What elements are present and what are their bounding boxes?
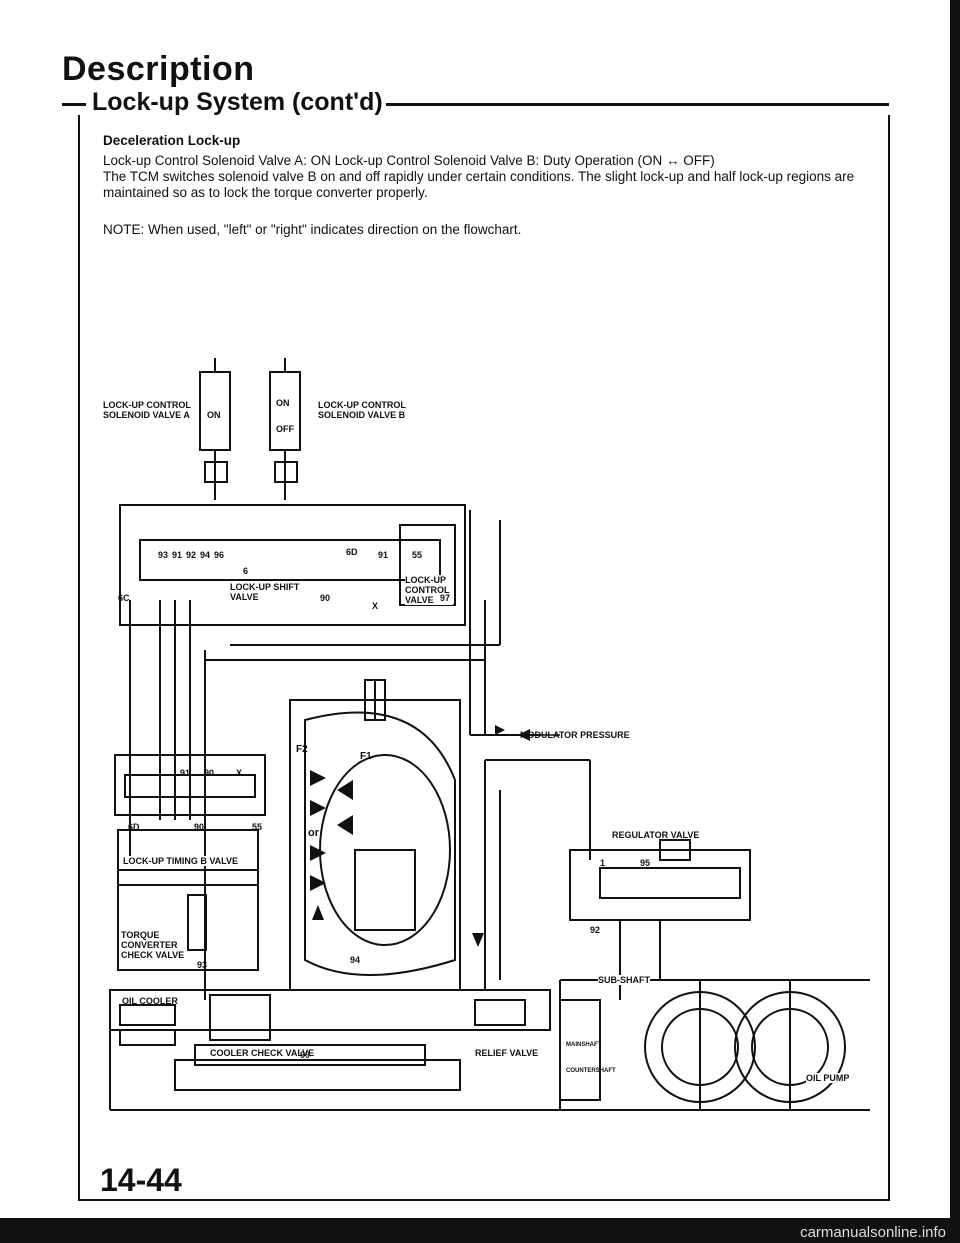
content-frame	[78, 115, 890, 1201]
port-label: 94	[350, 955, 361, 965]
page-title: Description	[62, 50, 255, 88]
port-label: 90	[194, 822, 205, 832]
port-label: 55	[412, 550, 423, 560]
solenoid-status: Lock-up Control Solenoid Valve A: ON Loc…	[103, 153, 715, 168]
page-edge-bar	[950, 0, 960, 1243]
port-label: 90	[204, 768, 215, 778]
oil-pump-label: OIL PUMP	[806, 1073, 850, 1083]
port-label: 91	[378, 550, 389, 560]
port-label: 6D	[128, 822, 140, 832]
subshaft-label: SUB-SHAFT	[598, 975, 650, 985]
solenoid-a-label: LOCK-UP CONTROL SOLENOID VALVE A	[103, 400, 191, 420]
port-label: 92	[186, 550, 197, 560]
port-label: 93	[158, 550, 169, 560]
port-label: 99	[300, 1050, 311, 1060]
subtitle-rule-right	[386, 103, 889, 106]
cooler-check-label: COOLER CHECK VALVE	[210, 1048, 315, 1058]
watermark: carmanualsonline.info	[800, 1224, 946, 1241]
port-label: 96	[214, 550, 225, 560]
port-label: 6D	[346, 547, 358, 557]
mainshaft-label: MAINSHAFT	[566, 1042, 602, 1048]
or-label: or	[308, 827, 319, 839]
solenoid-b-off: OFF	[276, 424, 294, 434]
section-subtitle: Lock-up System (cont'd)	[92, 88, 383, 116]
port-label: 92	[590, 925, 601, 935]
f2-label: F2	[296, 744, 308, 755]
port-label: 6C	[118, 593, 130, 603]
port-label: 97	[440, 593, 451, 603]
timing-valve-label: LOCK-UP TIMING B VALVE	[123, 856, 239, 866]
solenoid-b-on: ON	[276, 398, 290, 408]
port-label: 91	[180, 768, 191, 778]
solenoid-b-label: LOCK-UP CONTROL SOLENOID VALVE B	[318, 400, 406, 420]
port-label: 1	[600, 858, 606, 868]
bottom-bar	[0, 1218, 960, 1243]
control-valve-label: LOCK-UP CONTROL VALVE	[405, 575, 453, 605]
port-label: 94	[200, 550, 211, 560]
oil-cooler-label: OIL COOLER	[122, 996, 178, 1006]
port-label: 95	[640, 858, 651, 868]
note-text: NOTE: When used, "left" or "right" indic…	[103, 222, 522, 237]
f1-label: F1	[360, 751, 372, 762]
port-label: 91	[172, 550, 183, 560]
relief-valve-label: RELIEF VALVE	[475, 1048, 539, 1058]
subtitle-rule-left	[62, 103, 86, 106]
port-label: 93	[197, 960, 208, 970]
port-label: 55	[252, 822, 263, 832]
solenoid-a-state: ON	[207, 410, 221, 420]
port-label: 90	[320, 593, 331, 603]
shift-valve-label: LOCK-UP SHIFT VALVE	[230, 582, 300, 602]
regulator-label: REGULATOR VALVE	[612, 830, 700, 840]
port-label: X	[372, 601, 379, 611]
port-label: X	[236, 768, 243, 778]
section-heading: Deceleration Lock-up	[103, 133, 241, 148]
description-text: The TCM switches solenoid valve B on and…	[103, 169, 855, 200]
countershaft-label: COUNTERSHAFT	[566, 1068, 616, 1074]
torque-check-label: TORQUE CONVERTER CHECK VALVE	[121, 930, 186, 960]
port-label: 6	[243, 566, 249, 576]
modulator-label: MODULATOR PRESSURE	[520, 730, 630, 740]
page-number: 14-44	[100, 1162, 182, 1198]
